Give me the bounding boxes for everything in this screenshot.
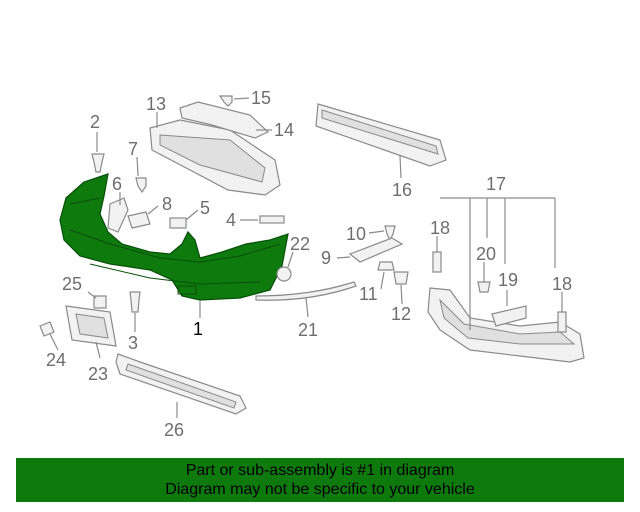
callout-5: 5 [200,198,210,218]
callout-10: 10 [346,224,366,244]
callout-21: 21 [298,320,318,340]
callout-16: 16 [392,180,412,200]
callout-14: 14 [274,120,294,140]
callout-9: 9 [321,248,331,268]
callout-18-right: 18 [552,274,572,294]
callout-15: 15 [251,88,271,108]
callout-20: 20 [476,244,496,264]
callout-26: 26 [164,420,184,440]
screw-24-part [39,321,55,337]
callout-17: 17 [486,174,506,194]
callout-22: 22 [290,234,310,254]
grommet-12-part [393,271,409,285]
callout-19: 19 [498,270,518,290]
clip-8-part [127,211,151,229]
bracket-9-part [348,237,404,263]
bracket-18-left-part [432,251,442,273]
callout-12: 12 [391,304,411,324]
bracket-18-right-part [557,311,567,333]
fastener-2-part [91,153,105,173]
molding-21-part [255,281,357,301]
bumper-cover-part [59,173,289,301]
grille-26-part [115,353,247,415]
callout-7: 7 [128,139,138,159]
fastener-3-part [129,291,141,313]
screw-10-part [384,225,396,242]
energy-absorber-part [149,101,281,196]
banner-line-1: Part or sub-assembly is #1 in diagram [185,462,455,479]
bracket-19-part [491,305,527,327]
callout-8: 8 [162,194,172,214]
clip-20-part [477,281,491,293]
callout-18-left: 18 [430,218,450,238]
bracket-6-part [107,197,129,233]
banner-line-2: Diagram may not be specific to your vehi… [165,481,475,498]
callout-24: 24 [46,350,66,370]
nut-22-part [276,266,292,282]
pad-5-part [169,217,187,229]
impact-bar-part [315,103,447,167]
license-bracket-23-part [65,305,117,347]
callout-13: 13 [146,94,166,114]
screw-7-part [135,177,147,194]
bolt-15-part [218,95,233,107]
callout-25: 25 [62,274,82,294]
clip-11-part [377,261,395,271]
callout-23: 23 [88,364,108,384]
callout-11: 11 [359,284,378,304]
callout-6: 6 [112,174,122,194]
clip-25-part [93,295,107,309]
leader-lines [49,97,563,418]
callout-4: 4 [226,210,236,230]
callout-3: 3 [128,333,138,353]
info-banner: Part or sub-assembly is #1 in diagram Di… [16,458,624,502]
callout-1: 1 [193,319,203,339]
strip-4-part [259,215,285,224]
callout-2: 2 [90,112,100,132]
